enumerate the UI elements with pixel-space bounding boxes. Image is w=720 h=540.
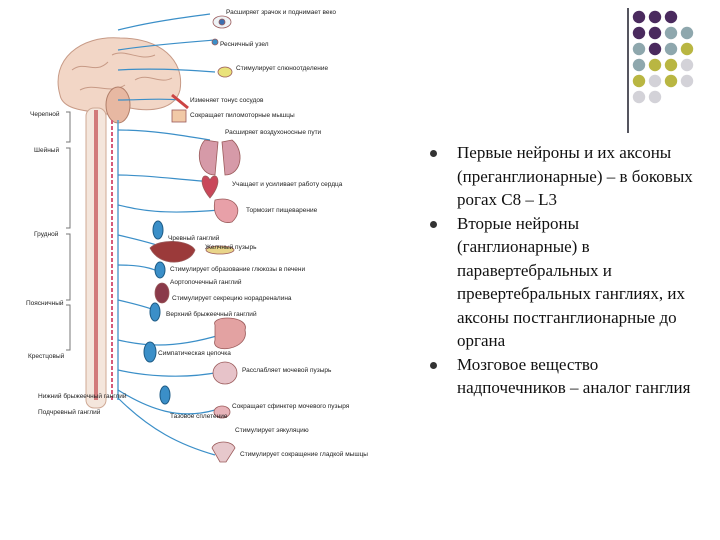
label-cerebral: Черепной [30,110,60,118]
decor-dot [680,58,694,72]
label-bladder: Расслабляет мочевой пузырь [242,366,332,374]
label-eye: Расширяет зрачок и поднимает веко [226,9,336,16]
label-ciliary: Ресничный узел [220,40,269,48]
label-vessels: Изменяет тонус сосудов [190,97,264,104]
skin [171,109,187,123]
decor-dot [648,42,662,56]
label-ejac: Стимулирует эякуляцию [235,427,309,434]
ciliary-ganglion [211,38,219,46]
stomach [213,198,239,223]
label-sacral: Крестцовый [28,352,65,360]
label-hypogastric: Подчревный ганглий [38,408,101,416]
bullet-text: Вторые нейроны (ганглионарные) в паравер… [457,213,685,351]
bullet-text: Мозговое вещество надпочечников – аналог… [457,354,691,398]
decor-dot [680,74,694,88]
bullet-item: Мозговое вещество надпочечников – аналог… [424,353,694,400]
decor-dot [632,10,646,24]
bullet-item: Первые нейроны и их аксоны (преганглиона… [424,141,694,212]
liver [149,241,196,263]
label-smooth: Стимулирует сокращение гладкой мышцы [240,450,368,458]
kidney [154,282,170,304]
decor-vertical-line [627,8,629,133]
bladder [212,361,238,385]
bullet-item: Вторые нейроны (ганглионарные) в паравер… [424,212,694,353]
bullet-list: Первые нейроны и их аксоны (преганглиона… [424,141,694,400]
vessel [171,93,189,110]
bullet-icon [430,220,437,228]
sympathetic-nervous-system-diagram: Расширяет зрачок и поднимает веко Реснич… [26,9,368,463]
salivary-gland [217,66,233,78]
decor-dot [632,42,646,56]
label-mesenteric: Верхний брыжеечный ганглий [166,310,257,318]
decor-dot [648,90,662,104]
decor-dot [680,42,694,56]
postganglionic-nerves [117,13,221,456]
pancreas [205,245,235,255]
figure-labels: Расширяет зрачок и поднимает веко Реснич… [26,9,368,458]
label-sympChain: Симпатическая цепочка [158,350,231,357]
label-saliva: Стимулирует слюноотделение [236,65,328,72]
decor-dot-grid [632,10,694,104]
heart [201,175,219,199]
decor-dot [632,26,646,40]
decor-dot [680,26,694,40]
bullet-text: Первые нейроны и их аксоны (преганглиона… [457,143,693,209]
label-sphincter: Сокращает сфинктер мочевого пузыря [232,403,350,410]
decor-dot [632,90,646,104]
label-digest: Тормозит пищеварение [246,207,318,214]
label-solar: Чревный ганглий [168,234,220,242]
label-glucose: Стимулирует образование глюкозы в печени [170,265,306,273]
label-pelvic: Тазовое сплетение [170,413,228,420]
decor-dot [664,10,678,24]
decor-dot [664,74,678,88]
decor-dot [648,58,662,72]
decor-dot [632,74,646,88]
bullet-icon [430,361,437,369]
label-airways: Расширяет воздухоносные пути [225,129,322,136]
label-thoracic: Грудной [34,230,59,238]
label-pilo: Сокращает пиломоторные мышцы [190,112,295,119]
label-heart: Учащает и усиливает работу сердца [232,180,343,188]
uterus [211,441,236,463]
ganglia [143,220,171,405]
organ-illustrations [149,15,246,463]
label-gallbladder: Желчный пузырь [205,243,257,251]
decor-dot [648,26,662,40]
decor-dot [664,58,678,72]
genitals [213,405,231,419]
label-aortic: Аортопочечный ганглий [170,278,242,286]
decor-dot [648,10,662,24]
intestine [214,317,246,349]
brainstem [105,86,131,124]
decor-dot [664,42,678,56]
bullet-icon [430,150,437,157]
decor-dot [664,26,678,40]
brain-folds [71,52,173,91]
lungs [198,139,241,176]
label-kidney: Стимулирует секрецию норадреналина [172,295,292,302]
decor-dot [632,58,646,72]
sympathetic-chain [111,120,119,400]
label-lumbar: Поясничный [26,299,64,307]
label-lowerMes: Нижний брыжеечный ганглий [38,392,127,400]
label-cervical: Шейный [34,146,59,154]
decor-dot [648,74,662,88]
level-brackets [66,111,71,351]
